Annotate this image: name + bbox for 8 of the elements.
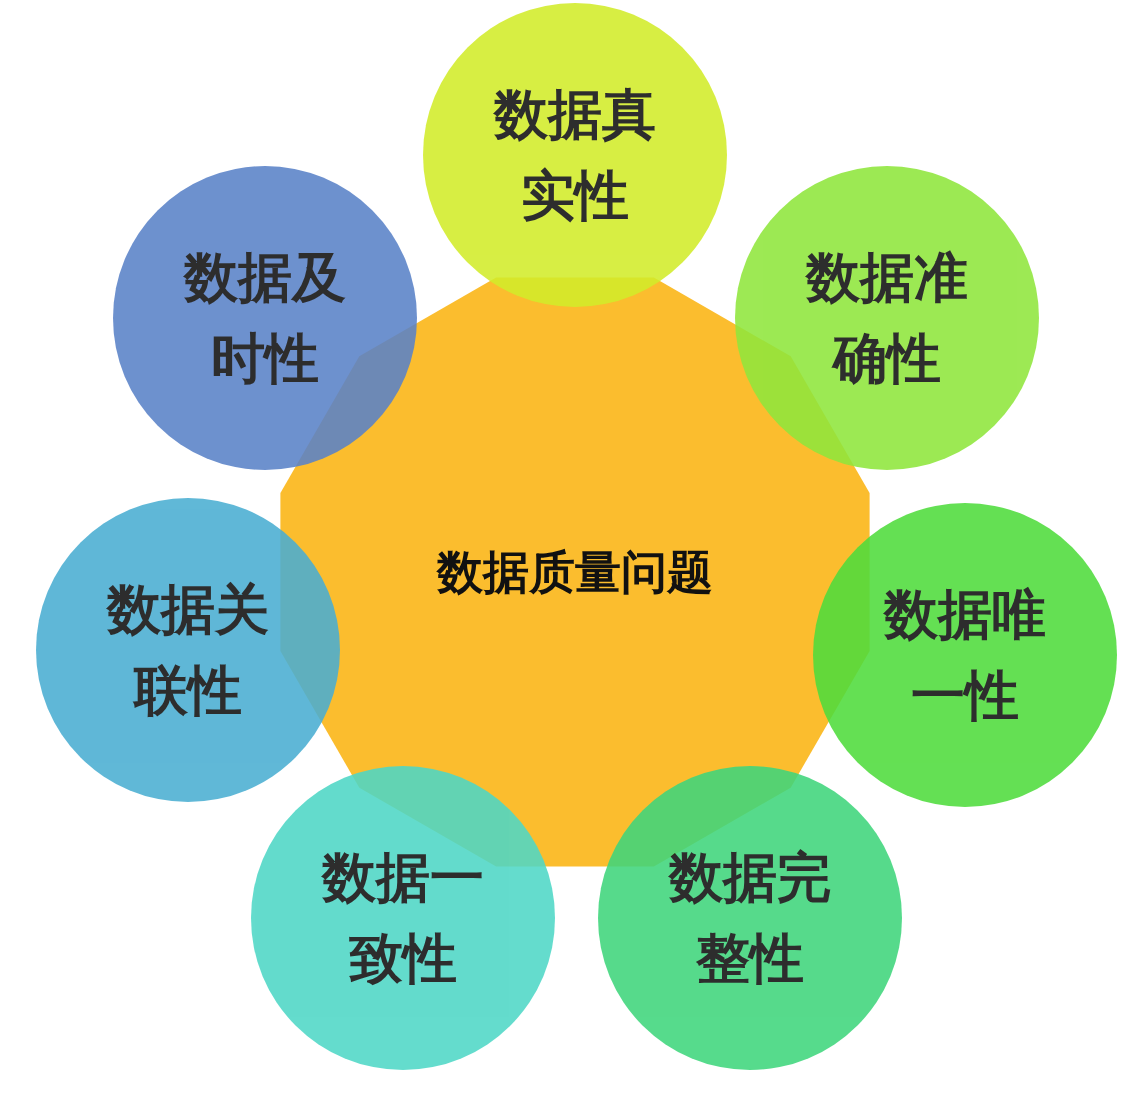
circle-label: 数据完整性 — [667, 845, 832, 992]
circle-label: 数据真实性 — [492, 82, 657, 229]
circle-label: 数据一致性 — [320, 845, 485, 992]
circle-label: 数据及时性 — [182, 245, 347, 392]
circle-label: 数据关联性 — [105, 577, 270, 724]
center-label: 数据质量问题 — [437, 543, 713, 601]
circle-label: 数据唯一性 — [882, 582, 1047, 729]
circle-label: 数据准确性 — [804, 245, 969, 392]
